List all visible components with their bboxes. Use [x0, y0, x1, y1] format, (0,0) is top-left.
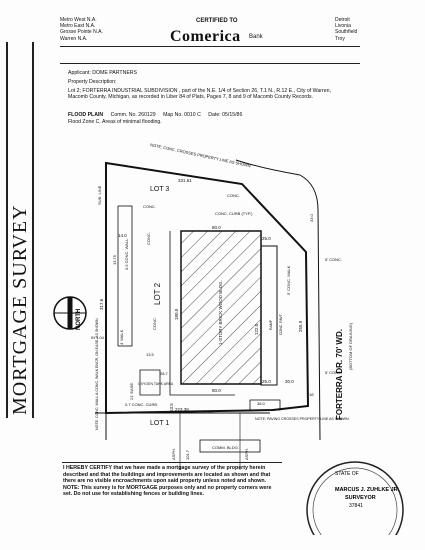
label-asph-2: ASPH. — [244, 448, 249, 460]
bottom-paving-note: NOTE: PAVING CROSSES PROPERTY LINE AS SH… — [255, 417, 349, 421]
building-wing — [260, 245, 278, 386]
label-comm-bldg: COMM. BLDG. — [212, 445, 239, 450]
building-label: 1-STORY BRICK WOOD BLDG. — [218, 280, 223, 345]
dim-left: 317.6 — [99, 298, 104, 310]
street-curb — [299, 174, 321, 441]
office-line: Troy — [335, 35, 345, 42]
comm-bldg-box — [199, 439, 261, 453]
offices-right: Detroit Livonia Southfield Troy — [335, 17, 357, 42]
dim-33: 33.0 — [309, 213, 314, 222]
label-conc-4: CONC. — [152, 317, 157, 330]
office-line: Metro West N.A. — [60, 17, 97, 23]
bottom-note: (BOTTOM OF DRAINING) — [348, 322, 353, 370]
flood-date: Date: 05/15/86 — [208, 112, 243, 118]
lot-1-label: LOT 1 — [150, 420, 169, 427]
dim-14: 14.0 — [118, 233, 127, 238]
seal-name: MARCUS J. ZUHLKE JR. — [335, 487, 400, 493]
flood-map: Map No. 0010 C — [163, 112, 201, 118]
label-conc-curb-typ: CONC. CURB (TYP.) — [215, 211, 253, 216]
side-title: MORTGAGE SURVEY — [4, 40, 38, 420]
office-line: Detroit — [335, 17, 350, 23]
dim-38: 38.0 — [257, 401, 266, 406]
side-title-text: MORTGAGE SURVEY — [9, 204, 31, 415]
label-conc-walk: 5' CONC. WALK — [286, 265, 291, 295]
dim-30: 30.0 — [285, 379, 294, 384]
dim-13-75: 13.75 — [112, 254, 117, 265]
office-line: Livonia — [335, 23, 351, 30]
property-description-label: Property Description: — [68, 79, 117, 85]
lot-2-label: LOT 2 — [153, 282, 162, 305]
dim-b-top: 80.0 — [212, 225, 221, 230]
dim-b-bottom: 80.0 — [212, 388, 221, 393]
certification: I HEREBY CERTIFY that we have made a mor… — [63, 465, 272, 498]
conc-wall-strip — [117, 205, 133, 347]
offices-left: Metro West N.A. Metro East N.A. Grosse P… — [60, 17, 103, 42]
dim-101-7: 101.7 — [185, 449, 190, 460]
dim-25b: 25.0 — [262, 379, 271, 384]
label-walk: 4' WALK — [119, 329, 124, 345]
dim-right: 255.9 — [298, 320, 303, 332]
top-note: NOTE: CONC. CROSSES PROPERTY LINE AS SHO… — [150, 142, 251, 168]
label-ramp: RAMP — [269, 319, 273, 330]
side-title-svg: MORTGAGE SURVEY — [6, 42, 34, 418]
office-line: Southfield — [335, 29, 358, 36]
header-rule — [60, 46, 360, 47]
seal-number: 37841 — [349, 503, 363, 509]
office-line: Metro East N.A. — [60, 23, 96, 30]
dim-16: 16' — [309, 392, 314, 397]
label-easement: 21' EASE. — [129, 382, 134, 400]
label-asph: ASPH. — [171, 448, 176, 460]
bank-word: Bank — [249, 34, 263, 40]
conc-curb-inner — [169, 231, 235, 396]
dim-top: 331.61 — [178, 178, 192, 183]
flood-label: FLOOD PLAIN — [68, 112, 104, 118]
label-conc-curb-bottom: 0.7 CONC. CURB — [125, 402, 157, 407]
header-rule-2 — [60, 63, 360, 64]
north-arrow: NORTH — [53, 296, 87, 330]
label-oxygen: OXYGEN TANK AREA — [138, 382, 174, 386]
dim-25a: 25.0 — [262, 236, 271, 241]
cert-rule — [62, 462, 282, 463]
flood-line: FLOOD PLAIN Comm. No. 260129 Map No. 001… — [68, 112, 242, 118]
building — [180, 230, 262, 385]
office-line: Grosse Pointe N.A. — [60, 29, 103, 36]
flood-comm: Comm. No. 260129 — [110, 112, 156, 118]
label-conc-right-2: 5' CONC. — [325, 370, 342, 375]
label-conc-right: 5' CONC. — [325, 257, 342, 262]
sub-line-label: SUB. LINE — [97, 185, 102, 205]
label-conc-pavt: CONC. PAVT. — [279, 313, 283, 335]
label-conc: CONC. — [143, 204, 156, 209]
label-dn: IN 1.04 — [91, 335, 105, 340]
property-description: Lot 2; FORTERRA INDUSTRIAL SUBDIVISION ,… — [68, 88, 331, 101]
dim-53-5: 53.5 — [169, 403, 174, 412]
applicant: Applicant: DOME PARTNERS — [68, 70, 137, 76]
street-label: FORTERRA DR. 70' WD. — [335, 329, 344, 420]
surveyor-seal: STATE OF MARCUS J. ZUHLKE JR. SURVEYOR 3… — [306, 461, 404, 535]
north-label: NORTH — [76, 309, 82, 330]
seal-state: STATE OF — [335, 471, 359, 477]
flood-zone: Flood Zone C. Areas of minimal flooding. — [68, 119, 162, 125]
left-wall-note: NOTE: CONC. WALL & CONC. WALK ENCR. ON E… — [95, 318, 99, 430]
certified-to: CERTIFIED TO — [196, 18, 238, 24]
dim-13-5: 13.5 — [146, 352, 155, 357]
street-curb-top — [235, 159, 301, 176]
bank-logo: Comerica — [170, 28, 241, 45]
label-conc-wall: 0.5 CONC. WALL — [124, 238, 129, 270]
label-conc-5: CONC. — [203, 409, 216, 414]
office-line: Warren N.A. — [60, 35, 88, 42]
lot-3-label: LOT 3 — [150, 186, 169, 193]
label-conc-2: CONC. — [227, 193, 240, 198]
oxygen-area — [139, 369, 161, 396]
dim-bottom: 223.38 — [175, 407, 189, 412]
dim-28-7: 28.7 — [160, 371, 169, 376]
seal-title: SURVEYOR — [345, 495, 376, 501]
paving-encroach — [249, 399, 281, 411]
label-conc-3: CONC. — [146, 232, 151, 245]
dim-b-right: 122.0 — [254, 323, 259, 335]
dim-b-left: 180.0 — [174, 308, 179, 320]
